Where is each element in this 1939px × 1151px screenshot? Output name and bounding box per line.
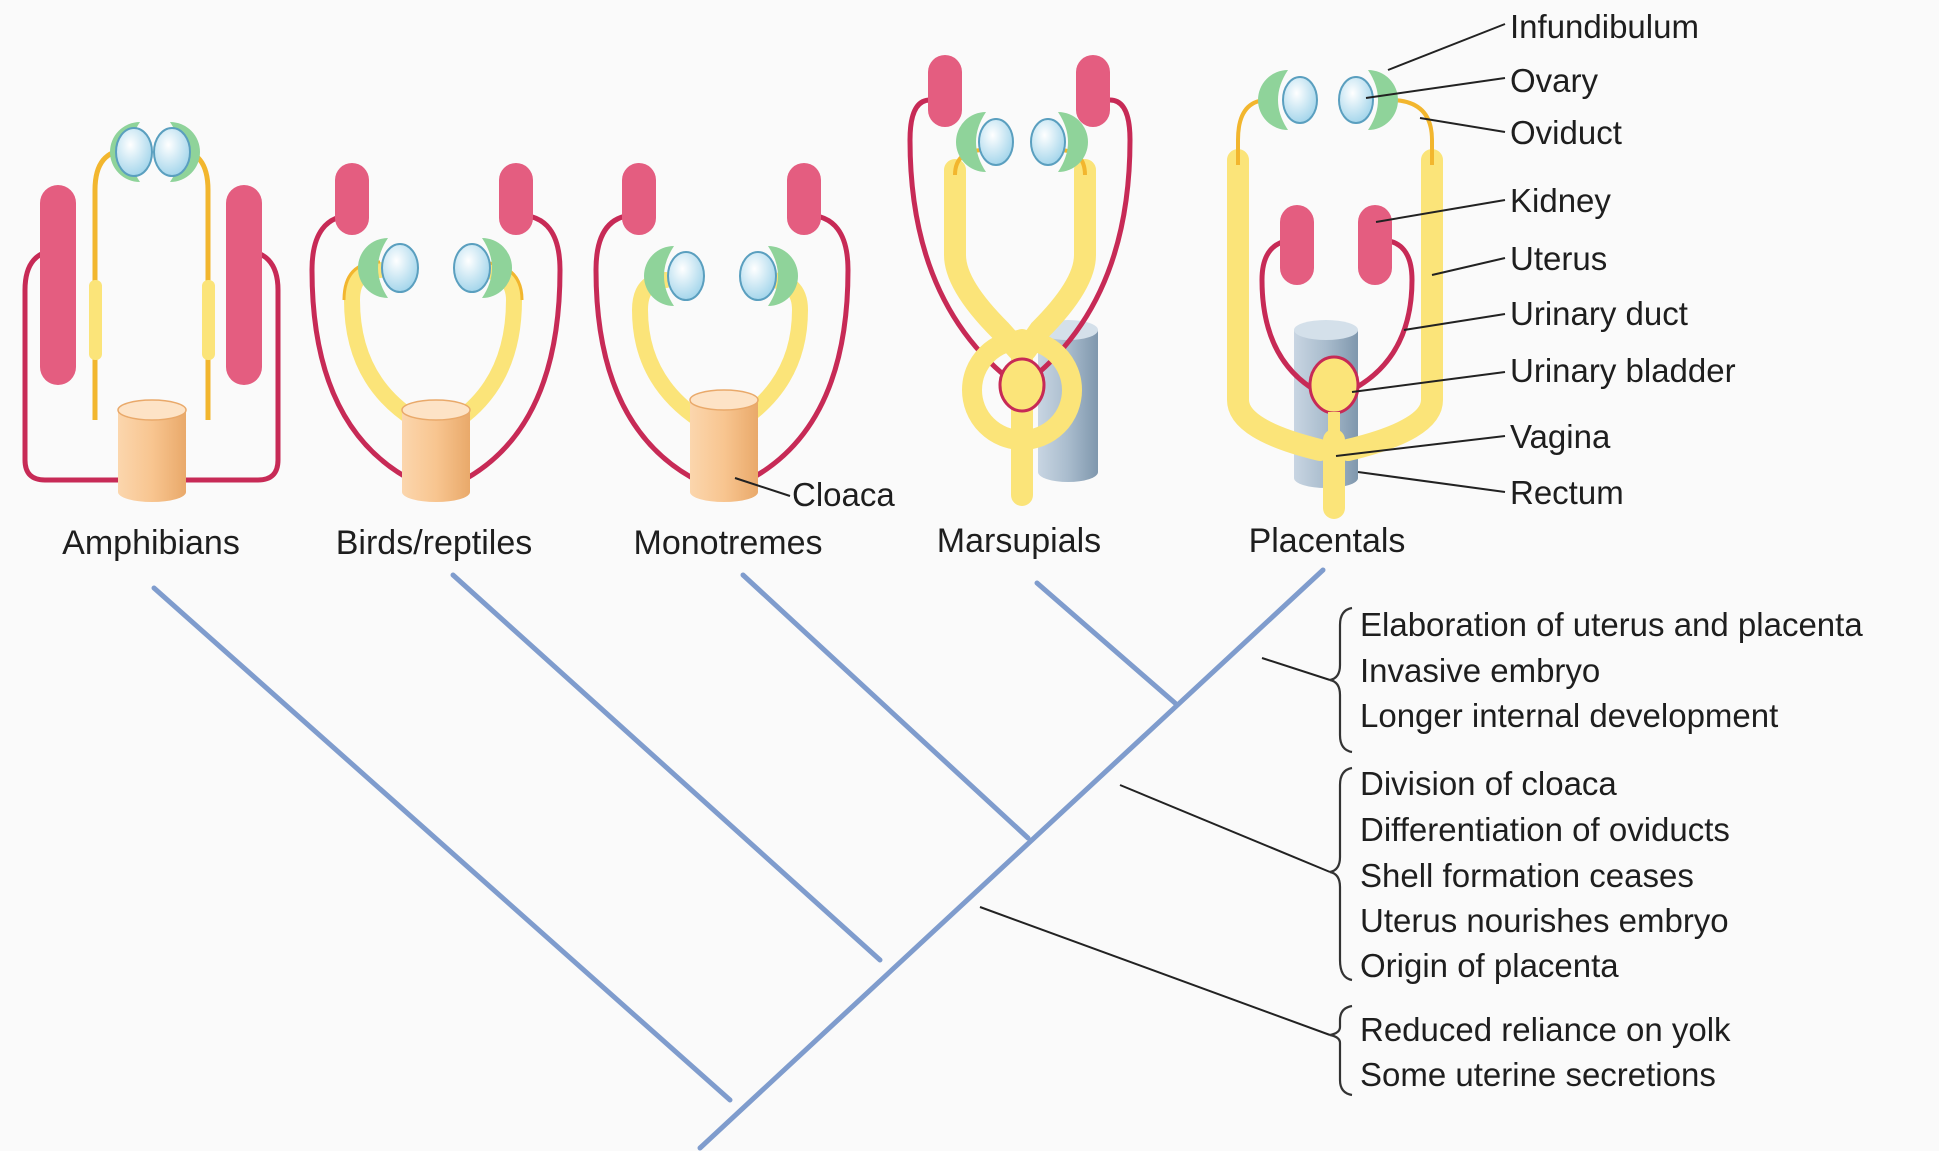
kidney-icon	[335, 163, 369, 235]
anatomy-monotremes: Cloaca	[596, 163, 895, 513]
ovary-icon	[1283, 77, 1317, 123]
oviduct-swelling-icon	[89, 280, 102, 360]
branch-monotremes	[743, 575, 1028, 838]
ovary-icon	[1339, 77, 1373, 123]
label-urinary-bladder: Urinary bladder	[1510, 352, 1736, 389]
anatomy-placentals	[1238, 24, 1505, 508]
tree-trunk	[700, 570, 1323, 1148]
ovary-icon	[668, 252, 704, 300]
trait-text: Some uterine secretions	[1360, 1056, 1716, 1093]
ovary-icon	[740, 252, 776, 300]
urinary-bladder-icon	[1310, 357, 1358, 413]
leader-infundibulum	[1388, 24, 1505, 70]
cloaca-icon	[402, 410, 470, 502]
uterus-icon	[1348, 160, 1432, 450]
rectum-top-icon	[1294, 320, 1358, 340]
uterus-icon	[955, 170, 1018, 350]
cloaca-top-icon	[690, 390, 758, 410]
trait-text: Origin of placenta	[1360, 947, 1619, 984]
kidney-icon	[499, 163, 533, 235]
ovary-icon	[979, 119, 1013, 165]
trait-text: Uterus nourishes embryo	[1360, 902, 1729, 939]
phylogenetic-tree	[154, 570, 1323, 1148]
urinary-bladder-icon	[1000, 359, 1044, 411]
kidney-icon	[1358, 205, 1392, 285]
taxon-label-marsupials: Marsupials	[937, 522, 1101, 560]
trait-text: Elaboration of uterus and placenta	[1360, 606, 1863, 643]
kidney-icon	[787, 163, 821, 235]
ovary-icon	[116, 128, 152, 176]
leader-group-1	[1262, 658, 1330, 680]
taxon-label-monotremes: Monotremes	[634, 524, 823, 562]
label-infundibulum: Infundibulum	[1510, 8, 1699, 45]
taxon-label-birds-reptiles: Birds/reptiles	[336, 524, 533, 562]
leader-group-3	[980, 907, 1330, 1035]
oviduct-swelling-icon	[202, 280, 215, 360]
ovary-icon	[382, 244, 418, 292]
brace-group-1	[1330, 608, 1352, 752]
brace-group-2	[1330, 768, 1352, 980]
label-vagina: Vagina	[1510, 418, 1611, 455]
cloaca-label: Cloaca	[792, 476, 895, 513]
kidney-icon	[622, 163, 656, 235]
kidney-icon	[1280, 205, 1314, 285]
structure-labels: Infundibulum Ovary Oviduct Kidney Uterus…	[1510, 8, 1736, 511]
branch-birds-reptiles	[453, 575, 880, 960]
kidney-icon	[928, 55, 962, 127]
branch-amphibians	[154, 588, 730, 1100]
cloaca-icon	[118, 410, 186, 502]
label-oviduct: Oviduct	[1510, 114, 1622, 151]
trait-group-2: Division of cloaca Differentiation of ov…	[1360, 765, 1730, 984]
trait-group-1: Elaboration of uterus and placenta Invas…	[1360, 606, 1863, 734]
label-uterus: Uterus	[1510, 240, 1607, 277]
trait-text: Differentiation of oviducts	[1360, 811, 1730, 848]
trait-text: Reduced reliance on yolk	[1360, 1011, 1731, 1048]
taxon-label-placentals: Placentals	[1249, 522, 1406, 560]
trait-text: Invasive embryo	[1360, 652, 1600, 689]
label-rectum: Rectum	[1510, 474, 1624, 511]
leader-urinary-duct	[1404, 314, 1505, 330]
anatomy-amphibians	[25, 122, 278, 502]
leader-group-2	[1120, 785, 1330, 872]
taxon-label-amphibians: Amphibians	[62, 524, 240, 562]
kidney-icon	[40, 185, 76, 385]
cloaca-icon	[690, 400, 758, 502]
brace-group-3	[1330, 1006, 1352, 1095]
taxon-labels: Amphibians Birds/reptiles Monotremes Mar…	[62, 522, 1405, 562]
kidney-icon	[1076, 55, 1110, 127]
trait-braces	[1330, 608, 1352, 1095]
anatomy-marsupials	[910, 55, 1130, 495]
ovary-icon	[154, 128, 190, 176]
cloaca-top-icon	[402, 400, 470, 420]
trait-leader-lines	[980, 658, 1330, 1035]
trait-text: Shell formation ceases	[1360, 857, 1694, 894]
kidney-icon	[226, 185, 262, 385]
label-ovary: Ovary	[1510, 62, 1599, 99]
trait-group-3: Reduced reliance on yolk Some uterine se…	[1360, 1011, 1731, 1093]
trait-text: Division of cloaca	[1360, 765, 1617, 802]
leader-rectum	[1358, 472, 1505, 492]
trait-text: Longer internal development	[1360, 697, 1778, 734]
ovary-icon	[454, 244, 490, 292]
anatomy-birds-reptiles	[312, 163, 560, 502]
label-kidney: Kidney	[1510, 182, 1611, 219]
label-urinary-duct: Urinary duct	[1510, 295, 1688, 332]
ovary-icon	[1031, 119, 1065, 165]
branch-marsupials	[1037, 583, 1175, 703]
cloaca-top-icon	[118, 400, 186, 420]
